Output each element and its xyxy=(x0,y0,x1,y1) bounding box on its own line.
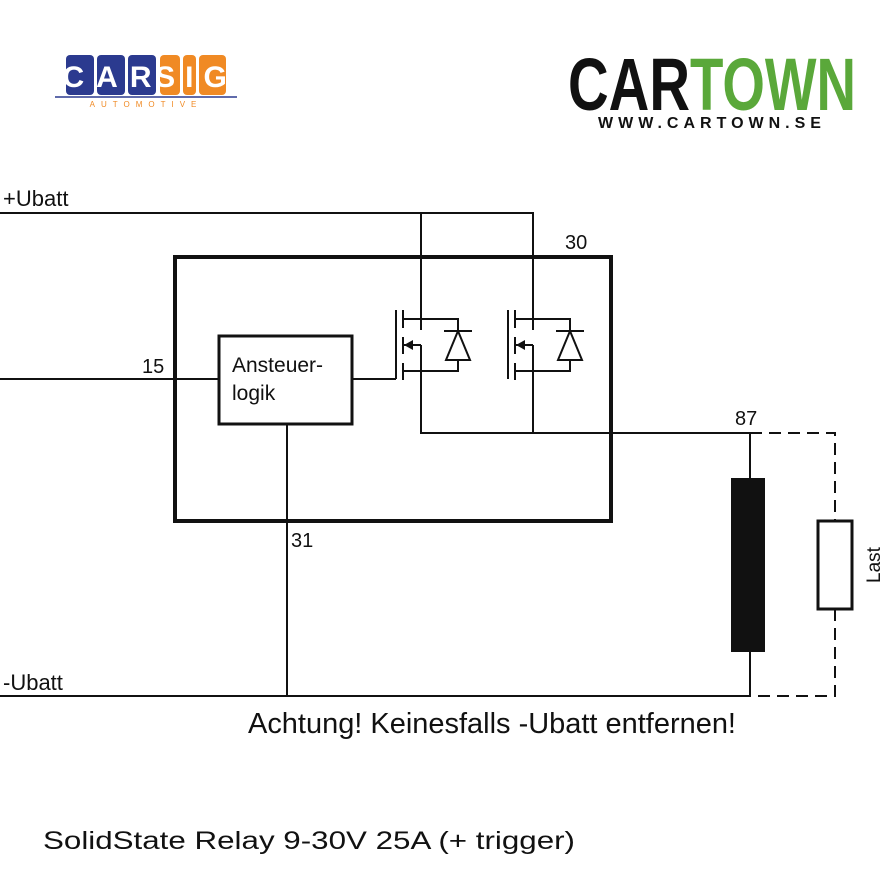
carsig-word-right: SIG xyxy=(155,61,237,94)
carsig-tagline: AUTOMOTIVE xyxy=(90,100,203,109)
ubatt-minus-label: -Ubatt xyxy=(3,670,63,695)
logic-block xyxy=(217,334,354,426)
terminal-30-label: 30 xyxy=(565,232,587,254)
last-resistor xyxy=(816,519,854,611)
mosfet-2 xyxy=(507,310,584,380)
load-element xyxy=(731,478,765,652)
terminal-15-label: 15 xyxy=(142,356,164,378)
ubatt-plus-label: +Ubatt xyxy=(3,186,68,211)
cartown-logo: CAR TOWN WWW.CARTOWN.SE xyxy=(568,43,856,132)
logic-block-line2: logik xyxy=(232,382,276,405)
load-dashed-wire xyxy=(750,432,836,697)
carsig-logo: CAR SIG AUTOMOTIVE xyxy=(55,55,237,109)
wires xyxy=(0,212,751,697)
mosfet-2-arrow-icon xyxy=(516,340,525,350)
warning-text: Achtung! Keinesfalls -Ubatt entfernen! xyxy=(248,708,736,740)
mosfet-1 xyxy=(395,310,472,380)
last-label: Last xyxy=(864,546,885,583)
cartown-word-right: TOWN xyxy=(690,43,856,126)
terminal-31-label: 31 xyxy=(291,530,313,552)
logic-block-line1: Ansteuer- xyxy=(232,354,323,377)
cartown-url: WWW.CARTOWN.SE xyxy=(598,115,826,132)
mosfet-1-arrow-icon xyxy=(404,340,413,350)
terminal-87-label: 87 xyxy=(735,408,757,430)
carsig-word-left: CAR xyxy=(63,61,164,94)
caption: SolidState Relay 9-30V 25A (+ trigger) xyxy=(43,827,575,855)
relay-housing xyxy=(173,255,613,523)
cartown-word-left: CAR xyxy=(568,43,690,126)
